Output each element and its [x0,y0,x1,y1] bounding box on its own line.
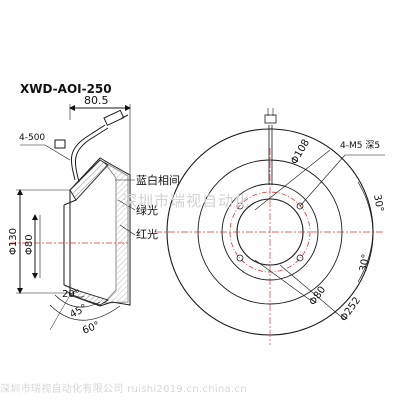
watermark-bottom: 深圳市瑞视自动化有限公司 ruishi2019.cn.china.cn [0,384,247,395]
side-view [10,104,136,331]
dim-dia-108: Φ108 [289,138,312,167]
dim-dia-252: Φ252 [338,295,362,323]
angle-30-bottom: 30° [358,253,372,272]
holes-callout: 4-M5 深5 [340,140,380,151]
front-view [155,108,385,345]
angle-30-top: 30° [371,194,385,213]
label-blue-white: 蓝白相间 [136,173,180,187]
label-red-light: 红光 [136,227,158,241]
angle-60: 60° [81,320,102,337]
watermark-center: 深圳市瑞视自动化 [122,192,251,210]
dim-dia-80-side: Φ80 [24,234,35,255]
callout-4-500: 4-500 [19,133,45,143]
dim-80-5: 80.5 [84,94,109,107]
drawing-title: XWD-AOI-250 [20,82,112,96]
label-green-light: 绿光 [136,203,158,217]
angle-20: 20° [62,289,80,300]
dim-dia-130: Φ130 [8,228,19,255]
dim-dia-80-front: Φ80 [307,285,328,308]
